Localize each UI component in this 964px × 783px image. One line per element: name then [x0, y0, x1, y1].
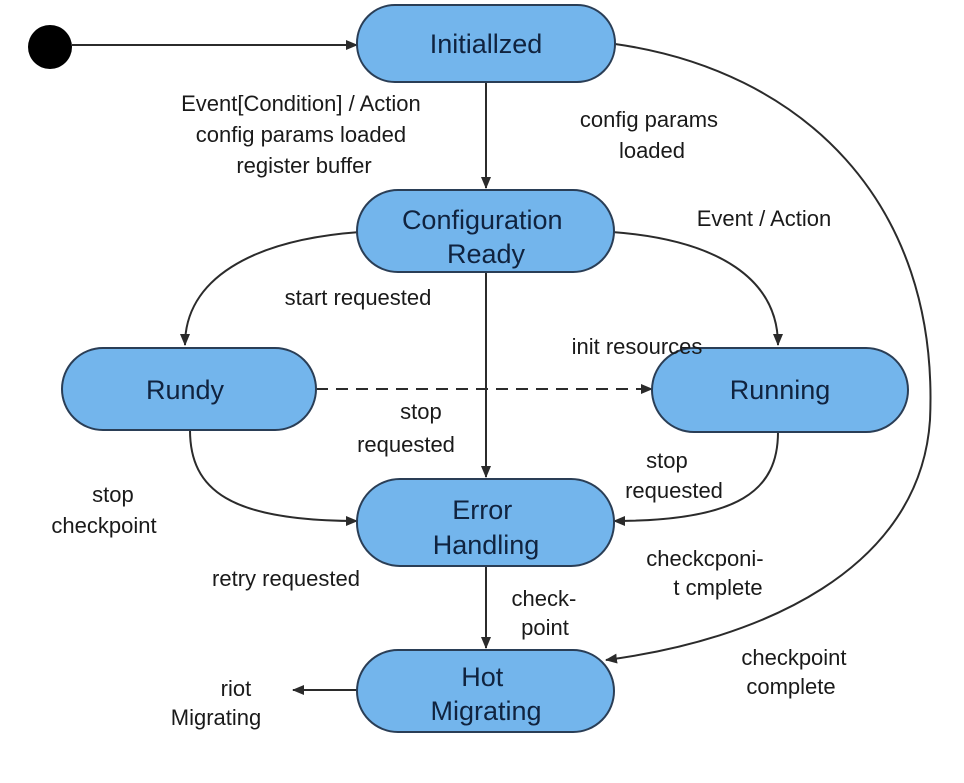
label-check-point: check- point — [512, 586, 583, 640]
label-retry-requested-line1: retry requested — [212, 566, 360, 591]
label-check-point-line2: point — [521, 615, 569, 640]
label-riot-migrating: riot Migrating — [171, 676, 261, 730]
svg-text:Configuration Ready: Configuration Ready — [402, 205, 570, 269]
label-stop-requested-right: stop requested — [625, 448, 723, 503]
label-start-requested-line1: start requested — [285, 285, 432, 310]
label-riot-migrating-line2: Migrating — [171, 705, 261, 730]
label-checkpoint-complete-misspelled-line1: checkcponi- — [646, 546, 763, 571]
state-error-handling-line1: Error — [452, 495, 512, 525]
state-running-line1: Running — [730, 375, 831, 405]
edge-config-ready-to-rundy — [180, 231, 361, 346]
label-stop-checkpoint: stop checkpoint — [51, 482, 156, 538]
edge-rundy-to-error-handling — [189, 429, 358, 526]
label-event-action-line1: Event / Action — [697, 206, 832, 231]
label-event-condition-action: Event[Condition] / Action config params … — [181, 91, 427, 178]
label-stop-checkpoint-line1: stop — [92, 482, 134, 507]
state-error-handling-line2: Handling — [433, 530, 540, 560]
edge-config-ready-to-running — [611, 231, 783, 346]
state-hot-migrating: Hot Migrating — [356, 649, 615, 733]
label-config-params-loaded-line1: config params — [580, 107, 718, 132]
state-configuration-ready-line1: Configuration — [402, 205, 563, 235]
state-hot-migrating-line1: Hot — [461, 662, 504, 692]
label-init-resources: init resources — [572, 334, 703, 359]
label-event-action: Event / Action — [697, 206, 832, 231]
state-rundy-line1: Rundy — [146, 375, 225, 405]
label-retry-requested: retry requested — [212, 566, 360, 591]
initial-state-dot — [28, 25, 72, 69]
label-checkpoint-complete-line1: checkpoint — [741, 645, 846, 670]
state-hot-migrating-line2: Migrating — [430, 696, 541, 726]
label-checkpoint-complete-misspelled: checkcponi- t cmplete — [646, 546, 770, 600]
label-event-condition-action-line3: register buffer — [236, 153, 371, 178]
label-config-params-loaded-line2: loaded — [619, 138, 685, 163]
label-config-params-loaded: config params loaded — [580, 107, 724, 163]
label-stop-checkpoint-line2: checkpoint — [51, 513, 156, 538]
state-configuration-ready-line2: Ready — [447, 239, 526, 269]
label-check-point-line1: check- — [512, 586, 577, 611]
state-configuration-ready: Configuration Ready — [356, 189, 615, 273]
state-initialized: Initiallzed — [356, 4, 616, 83]
edge-running-to-error-handling — [613, 431, 779, 526]
svg-text:Running: Running — [730, 375, 831, 405]
label-checkpoint-complete: checkpoint complete — [741, 645, 852, 699]
label-event-condition-action-line1: Event[Condition] / Action — [181, 91, 421, 116]
label-stop-requested-center: stop requested — [357, 399, 455, 457]
svg-text:Rundy: Rundy — [146, 375, 225, 405]
label-checkpoint-complete-misspelled-line2: t cmplete — [673, 575, 762, 600]
svg-text:Initiallzed: Initiallzed — [430, 29, 543, 59]
state-running: Running — [651, 347, 909, 433]
svg-text:Error Handling: Error Handling — [433, 495, 540, 560]
label-start-requested: start requested — [285, 285, 432, 310]
label-stop-requested-center-line1: stop — [400, 399, 442, 424]
label-checkpoint-complete-line2: complete — [746, 674, 835, 699]
label-stop-requested-right-line1: stop — [646, 448, 688, 473]
label-stop-requested-center-line2: requested — [357, 432, 455, 457]
svg-text:Hot Migrating: Hot Migrating — [430, 662, 541, 726]
state-error-handling: Error Handling — [356, 478, 615, 567]
label-init-resources-line1: init resources — [572, 334, 703, 359]
state-initialized-line1: Initiallzed — [430, 29, 543, 59]
state-rundy: Rundy — [61, 347, 317, 431]
edge-initialized-to-hot-migrating — [605, 43, 932, 664]
label-stop-requested-right-line2: requested — [625, 478, 723, 503]
label-event-condition-action-line2: config params loaded — [196, 122, 406, 147]
label-riot-migrating-line1: riot — [221, 676, 252, 701]
